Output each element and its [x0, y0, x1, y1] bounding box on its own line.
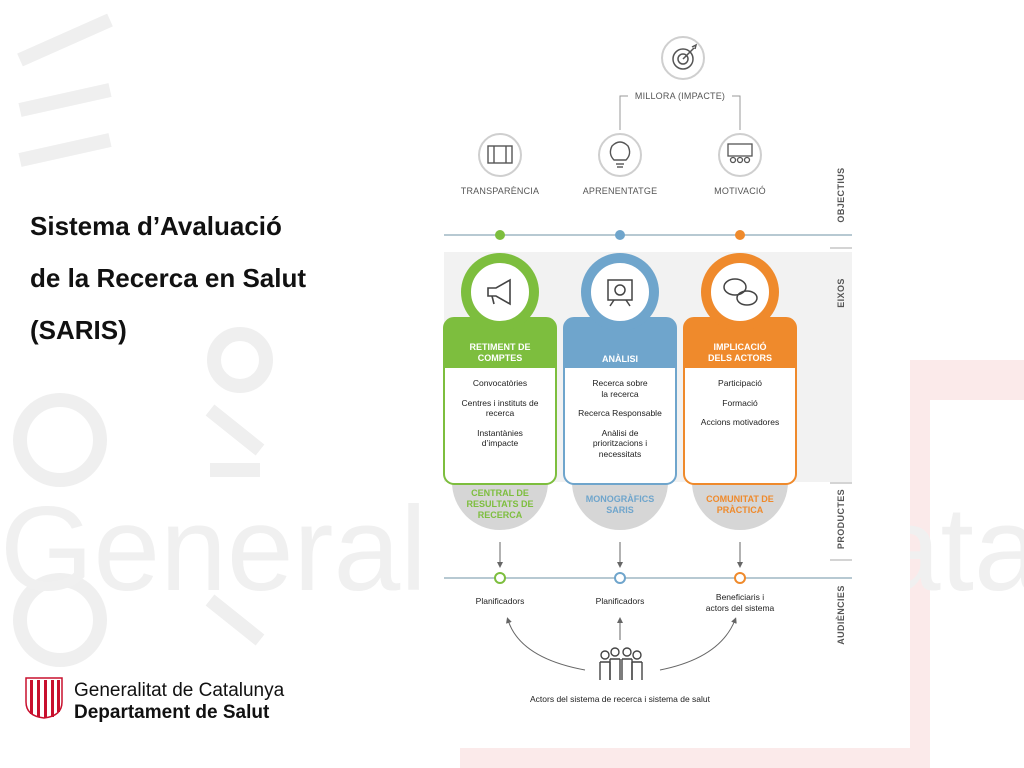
motivation-icon-circle [718, 133, 762, 177]
title-line: (SARIS) [30, 315, 127, 345]
product-line: MONOGRÀFICS [585, 494, 655, 504]
ring-blue [581, 253, 659, 331]
people-group-icon [599, 647, 643, 680]
audience-1: Planificadors [440, 596, 560, 607]
card-2-header [564, 318, 676, 368]
learning-icon-circle [598, 133, 642, 177]
orange-dot [735, 230, 745, 240]
saris-diagram: MILLORA (IMPACTE) TRANSPARÈNCIA APRENENT… [420, 30, 910, 748]
product-shape-1 [452, 482, 548, 530]
audience-line: Beneficiaris i [715, 592, 765, 602]
product-2: MONOGRÀFICS SARIS [564, 494, 676, 516]
product-line: COMUNITAT DE [706, 494, 774, 504]
card-1-title: RETIMENT DE COMPTES [444, 342, 556, 364]
card-item: Recerca Responsable [578, 408, 662, 418]
department-logo-text: Generalitat de Catalunya Departament de … [74, 680, 284, 724]
audience-line: actors del sistema [705, 602, 775, 613]
transparency-icon-circle [478, 133, 522, 177]
ring-green [461, 253, 539, 331]
card-item: Formació [722, 397, 758, 408]
card-item: Anàlisi de prioritzacions i necessitats [592, 427, 648, 459]
curve-arrow-right [659, 617, 737, 671]
card-title-line: COMPTES [477, 353, 523, 363]
card-item: Convocatòries [472, 378, 528, 388]
catalonia-flag-icon [25, 677, 63, 719]
product-1: CENTRAL DE RESULTATS DE RECERCA [444, 488, 556, 521]
green-ring-dot [494, 572, 506, 584]
card-item: Instantànies d’impacte [477, 427, 523, 449]
product-line: RECERCA [477, 510, 523, 520]
window-icon [487, 145, 513, 164]
chat-bubbles-icon [723, 278, 758, 306]
card-title-line: RETIMENT DE [469, 342, 531, 352]
card-item: Recerca sobre la recerca [592, 378, 648, 399]
logo-line-2: Departament de Salut [74, 702, 270, 723]
audience-line: Planificadors [475, 596, 525, 606]
target-icon [672, 43, 698, 70]
product-shape-3 [692, 482, 788, 530]
side-label-audiencies: AUDIÈNCIES [836, 585, 846, 645]
side-label-objectius: OBJECTIUS [836, 167, 846, 223]
side-label-eixos: EIXOS [836, 278, 846, 308]
product-shape-2 [572, 482, 668, 530]
millora-bracket [619, 95, 741, 130]
product-line: PRÀCTICA [716, 505, 764, 515]
curve-arrow-left [506, 617, 586, 671]
ring-orange [701, 253, 779, 331]
card-1-header [444, 318, 556, 368]
card-title-line: DELS ACTORS [707, 353, 772, 363]
audience-2: Planificadors [560, 596, 680, 607]
card-title-line: ANÀLISI [602, 354, 638, 364]
presentation-chart-icon [607, 279, 633, 307]
objective-aprenentatge: APRENENTATGE [582, 186, 658, 196]
megaphone-icon [487, 278, 511, 306]
blue-ring-dot [614, 572, 626, 584]
card-2-items: Recerca sobre la recerca Recerca Respons… [564, 378, 676, 468]
card-item: Participació [718, 378, 762, 388]
audience-3: Beneficiaris i actors del sistema [680, 592, 800, 613]
product-line: SARIS [606, 505, 634, 515]
green-dot [495, 230, 505, 240]
card-title-line: IMPLICACIÓ [713, 342, 767, 352]
side-label-productes: PRODUCTES [836, 488, 846, 550]
audience-line: Planificadors [595, 596, 645, 606]
card-3-items: Participació Formació Accions motivadore… [684, 378, 796, 437]
title-line: de la Recerca en Salut [30, 263, 307, 293]
millora-label: MILLORA (IMPACTE) [634, 91, 726, 101]
card-3-title: IMPLICACIÓ DELS ACTORS [684, 342, 796, 364]
card-item: Accions motivadores [700, 417, 780, 427]
card-3-header [684, 318, 796, 368]
audience-icon [727, 143, 753, 164]
blue-dot [615, 230, 625, 240]
product-line: RESULTATS DE [466, 499, 534, 509]
card-1-items: Convocatòries Centres i instituts de rec… [444, 378, 556, 458]
lightbulb-icon [609, 141, 631, 168]
orange-ring-dot [734, 572, 746, 584]
card-2-title: ANÀLISI [564, 354, 676, 365]
title-line: Sistema d’Avaluació [30, 211, 282, 241]
diagram-graphics [443, 36, 852, 680]
objective-transparencia: TRANSPARÈNCIA [460, 186, 540, 196]
objective-motivacio: MOTIVACIÓ [714, 186, 766, 196]
bottom-label: Actors del sistema de recerca i sistema … [530, 694, 710, 704]
product-3: COMUNITAT DE PRÀCTICA [684, 494, 796, 516]
slide-title: Sistema d’Avaluació de la Recerca en Sal… [30, 200, 306, 356]
card-item: Centres i instituts de recerca [461, 397, 539, 419]
product-line: CENTRAL DE [471, 488, 529, 498]
logo-line-1: Generalitat de Catalunya [74, 680, 285, 701]
